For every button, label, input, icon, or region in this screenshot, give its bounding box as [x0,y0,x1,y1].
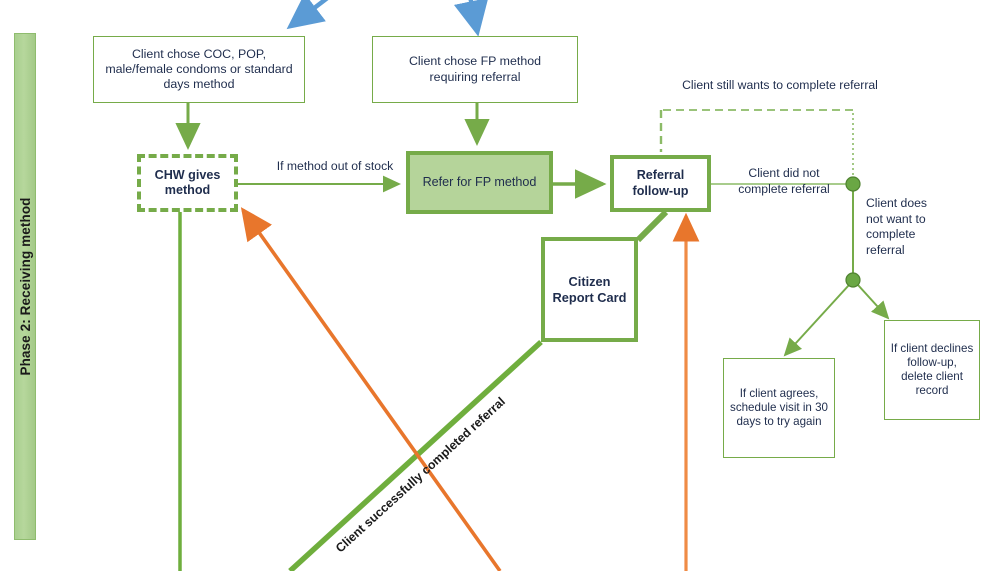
node-citizen-report-card[interactable]: Citizen Report Card [541,237,638,342]
blue-entry-arrow-2 [453,0,489,37]
edge-success-referral [288,339,543,571]
node-client-chose-fp[interactable]: Client chose FP method requiring referra… [372,36,578,103]
decision-node-upper [845,176,861,192]
phase-band [14,33,36,540]
node-citizen-report-card-label: Citizen Report Card [552,273,627,305]
node-client-chose-method-label: Client chose COC, POP, male/female condo… [105,46,293,92]
node-if-client-agrees[interactable]: If client agrees, schedule visit in 30 d… [723,358,835,458]
edge-crc-to-followup [635,209,669,243]
node-chw-gives-method[interactable]: CHW gives method [137,154,238,212]
node-if-client-declines[interactable]: If client declines follow-up, delete cli… [884,320,980,420]
decision-node-lower [845,272,861,288]
edge-orange-to-chw [240,207,502,571]
node-client-chose-method[interactable]: Client chose COC, POP, male/female condo… [93,36,305,103]
node-client-chose-fp-label: Client chose FP method requiring referra… [408,54,541,84]
edge-client-still-wants-return [659,109,854,180]
node-referral-follow-up[interactable]: Referral follow-up [610,155,711,212]
node-chw-gives-method-label: CHW gives method [154,167,221,197]
node-referral-follow-up-label: Referral follow-up [632,168,689,198]
node-refer-for-fp[interactable]: Refer for FP method [406,151,553,214]
node-refer-for-fp-label: Refer for FP method [422,174,537,189]
edge-node-to-declines [857,284,890,320]
blue-entry-arrow-1 [286,0,329,30]
node-if-client-declines-label: If client declines follow-up, delete cli… [890,341,974,398]
edge-node-to-agrees [783,284,850,357]
node-if-client-agrees-label: If client agrees, schedule visit in 30 d… [730,386,828,429]
